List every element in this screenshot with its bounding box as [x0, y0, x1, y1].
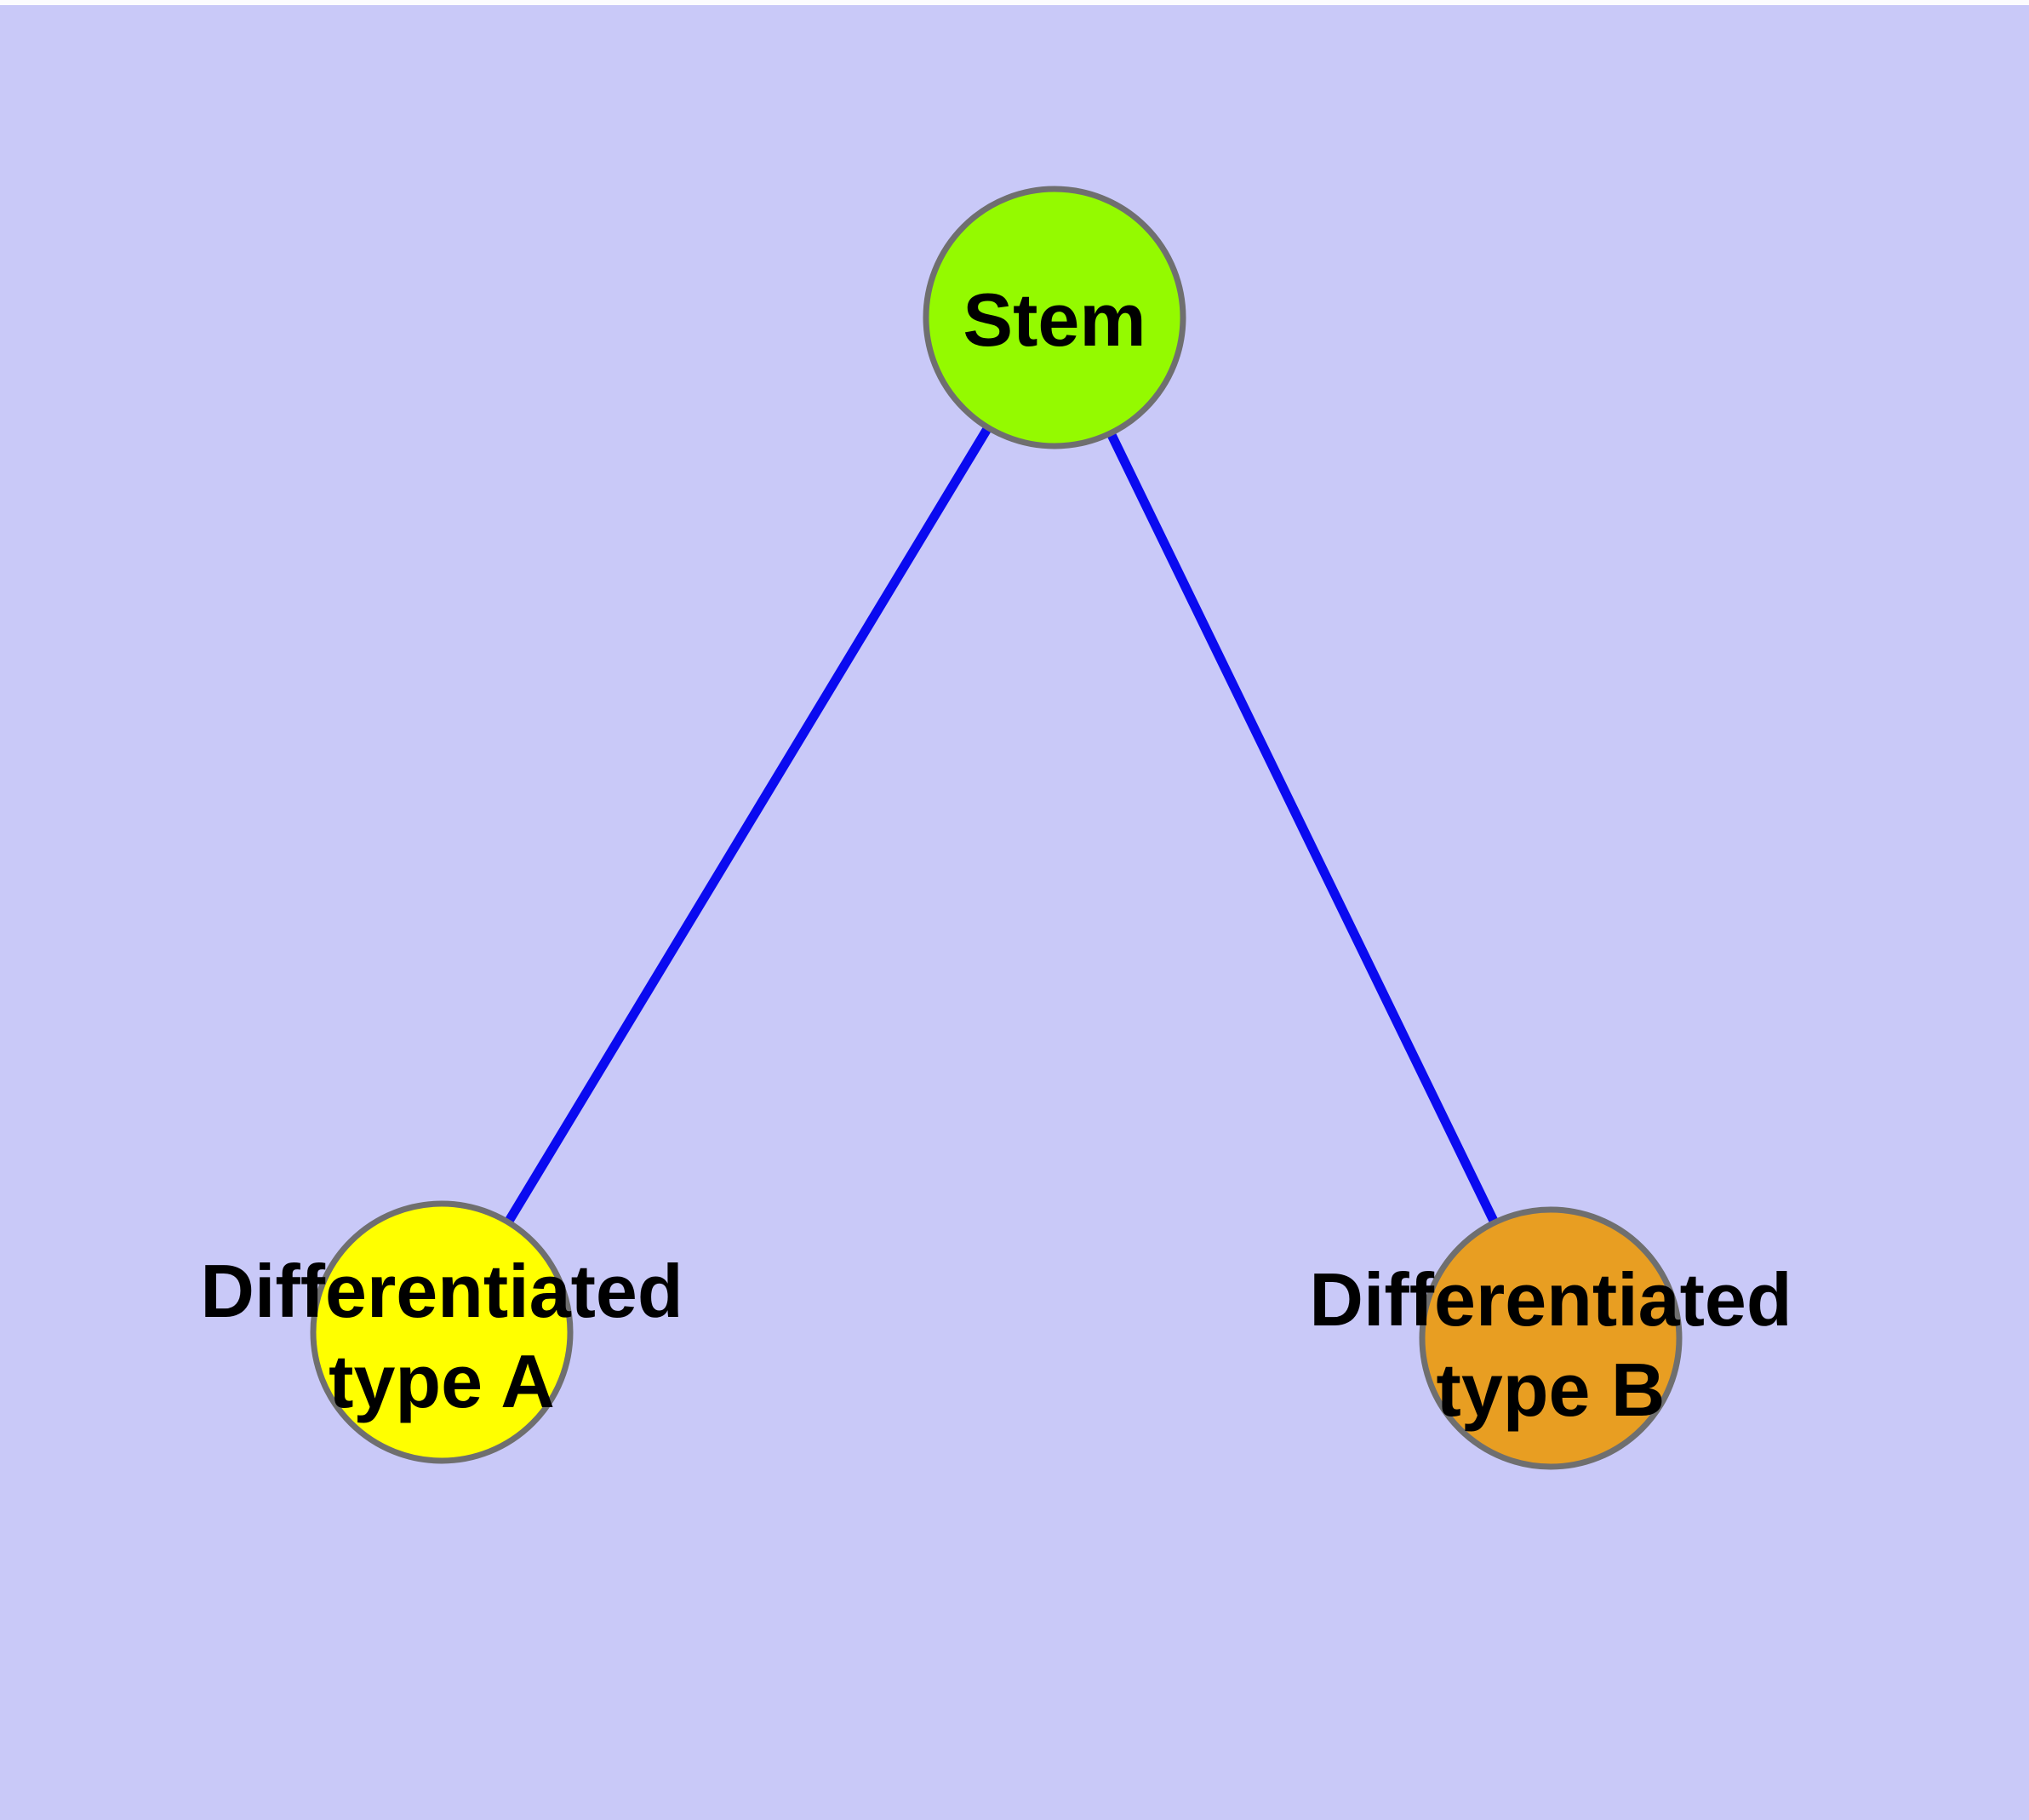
edge-stem-to-type-b: [1050, 315, 1555, 1341]
edge-stem-to-type-a: [437, 315, 1059, 1335]
node-stem-label: Stem: [963, 278, 1146, 362]
node-differentiated-type-b[interactable]: [1419, 1206, 1683, 1470]
node-type-b-label-line1: Differentiated: [1309, 1257, 1792, 1342]
canvas-top-edge: [0, 0, 2029, 5]
node-type-b-label-line2: type B: [1437, 1348, 1666, 1432]
node-stem[interactable]: [923, 186, 1186, 449]
node-differentiated-type-a[interactable]: [310, 1200, 574, 1464]
node-type-a-label-line1: Differentiated: [200, 1249, 683, 1333]
node-type-a-label-line2: type A: [329, 1339, 555, 1423]
